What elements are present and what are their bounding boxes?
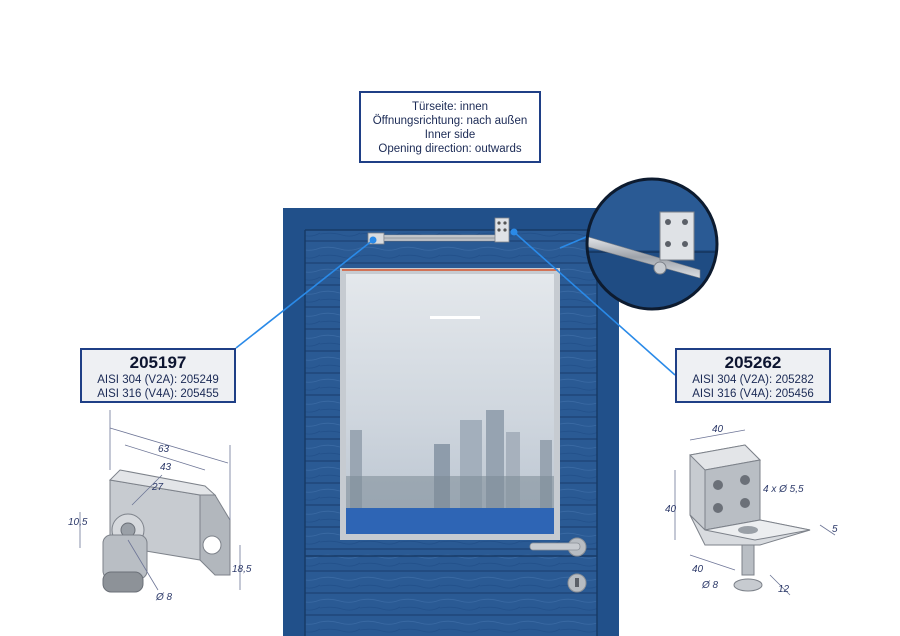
dim-10-5: 10,5 (68, 517, 88, 528)
part-variant-v2a: AISI 304 (V2A): 205249 (97, 374, 219, 386)
detail-magnifier (585, 177, 719, 311)
part-number: 205197 (129, 353, 187, 372)
bracket-205197-drawing: 63 43 27 10,5 18,5 Ø 8 (68, 410, 252, 603)
bracket-205262-drawing: 40 40 4 x Ø 5,5 5 40 Ø 8 12 (665, 424, 838, 596)
door-handle (529, 537, 587, 593)
dim-40-bottom: 40 (692, 564, 704, 575)
dim-40-side: 40 (665, 504, 677, 515)
dim-d8-left: Ø 8 (155, 592, 173, 603)
dim-12: 12 (778, 584, 790, 595)
dim-63: 63 (158, 444, 170, 455)
part-variant-v4a: AISI 316 (V4A): 205456 (692, 388, 814, 400)
info-line-4: Opening direction: outwards (378, 143, 522, 155)
dim-27: 27 (151, 482, 164, 493)
callout-dot-left (369, 236, 377, 244)
dim-18-5: 18,5 (232, 564, 252, 575)
part-variant-v4a: AISI 316 (V4A): 205455 (97, 388, 219, 400)
info-line-1: Türseite: innen (411, 101, 489, 113)
dim-holes: 4 x Ø 5,5 (763, 484, 804, 495)
info-line-3: Inner side (424, 129, 476, 141)
dim-43: 43 (160, 462, 172, 473)
dim-d8-right: Ø 8 (701, 580, 719, 591)
part-label-205197: 205197 AISI 304 (V2A): 205249 AISI 316 (… (80, 348, 236, 403)
dim-40-top: 40 (712, 424, 724, 435)
dim-5: 5 (832, 524, 838, 535)
info-line-2: Öffnungsrichtung: nach außen (372, 115, 528, 127)
callout-dot-right (510, 228, 518, 236)
part-label-205262: 205262 AISI 304 (V2A): 205282 AISI 316 (… (675, 348, 831, 403)
part-number: 205262 (724, 353, 782, 372)
door-side-info-box: Türseite: innen Öffnungsrichtung: nach a… (359, 91, 541, 163)
door-window (340, 268, 560, 540)
part-variant-v2a: AISI 304 (V2A): 205282 (692, 374, 814, 386)
